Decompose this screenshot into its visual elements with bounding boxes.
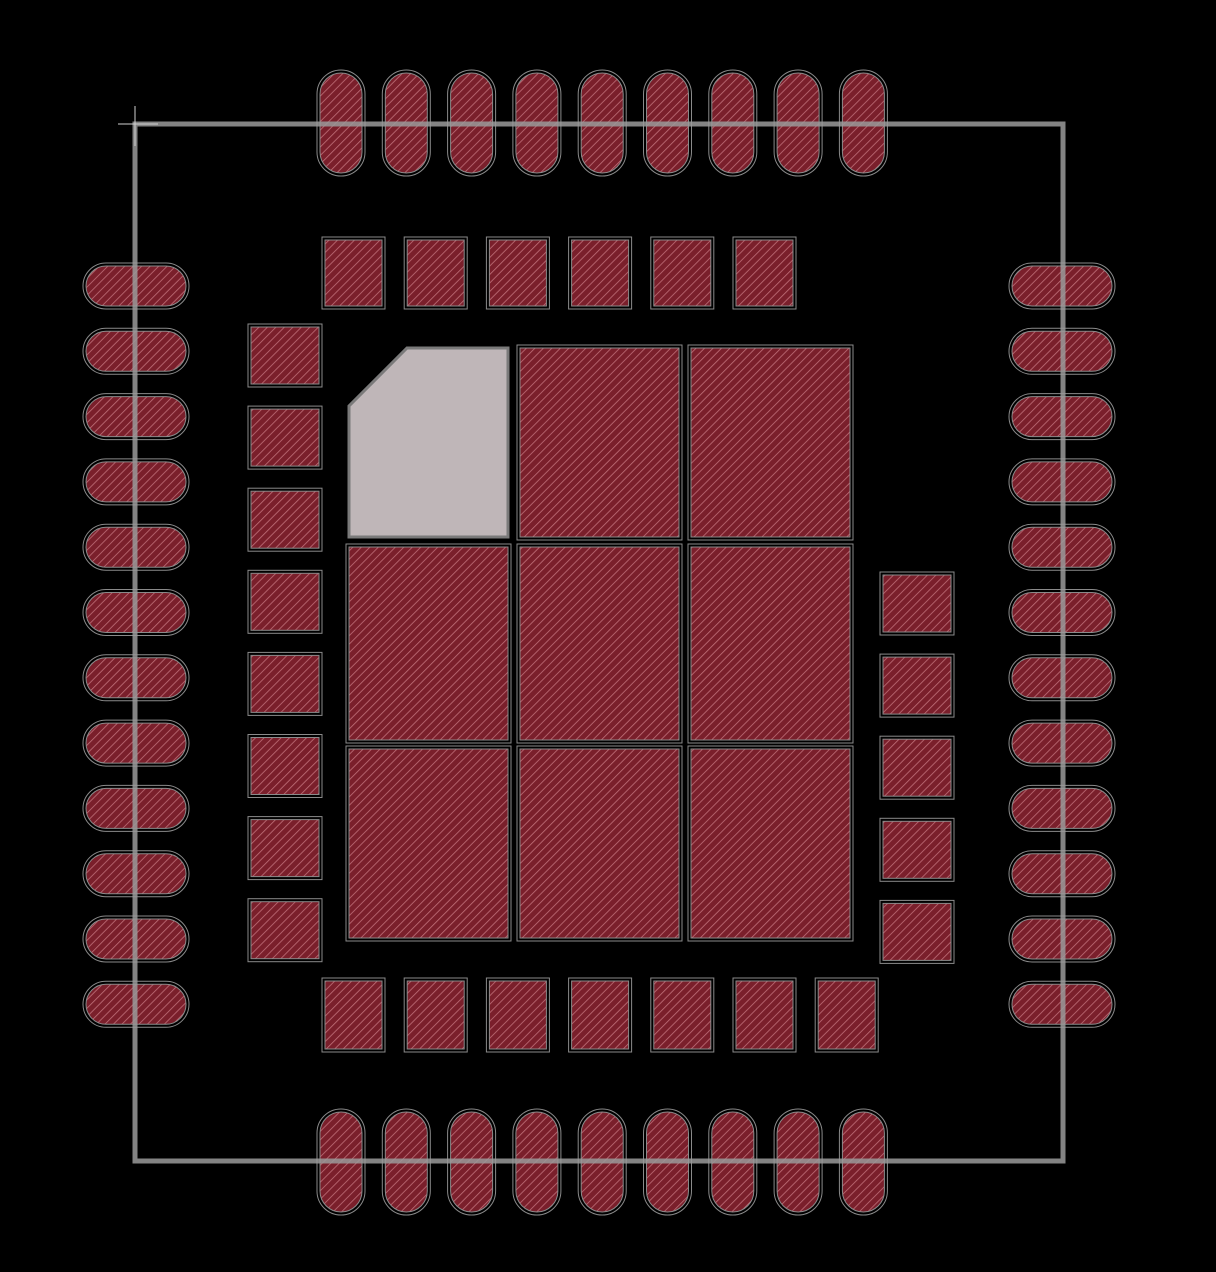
square-pad-bottom (814, 977, 879, 1053)
square-pad-top (485, 236, 550, 310)
square-pad-bottom (321, 977, 386, 1053)
thermal-pad (516, 344, 683, 541)
square-pad-top (568, 236, 633, 310)
thermal-pad (516, 745, 683, 942)
thermal-pad (687, 745, 854, 942)
thermal-pad (345, 745, 512, 942)
square-pad-top (650, 236, 715, 310)
square-pad-right (879, 899, 955, 964)
square-pad-bottom (485, 977, 550, 1053)
square-pad-right (879, 817, 955, 882)
square-pad-left (247, 816, 323, 881)
square-pad-left (247, 405, 323, 470)
thermal-pads (345, 344, 854, 942)
square-pads (247, 236, 955, 1053)
square-pad-left (247, 569, 323, 634)
thermal-pad (516, 543, 683, 744)
square-pad-left (247, 651, 323, 716)
crosshair-icon (118, 106, 158, 146)
square-pad-left (247, 734, 323, 798)
square-pad-left (247, 487, 323, 552)
square-pad-left (247, 323, 323, 388)
square-pad-top (403, 236, 468, 310)
component-body-outline (132, 121, 1066, 1164)
square-pad-bottom (732, 977, 797, 1053)
oval-pads (82, 69, 1116, 1216)
square-pad-top (732, 236, 797, 310)
square-pad-bottom (650, 977, 715, 1053)
square-pad-right (879, 653, 955, 718)
thermal-pad (687, 543, 854, 744)
square-pad-left (247, 898, 323, 963)
thermal-pad (345, 543, 512, 744)
pin1-thermal-pad (347, 346, 510, 539)
thermal-pad (687, 344, 854, 541)
square-pad-bottom (403, 977, 468, 1053)
square-pad-top (321, 236, 386, 310)
square-pad-bottom (568, 977, 633, 1053)
square-pad-right (879, 571, 955, 636)
square-pad-right (879, 735, 955, 800)
